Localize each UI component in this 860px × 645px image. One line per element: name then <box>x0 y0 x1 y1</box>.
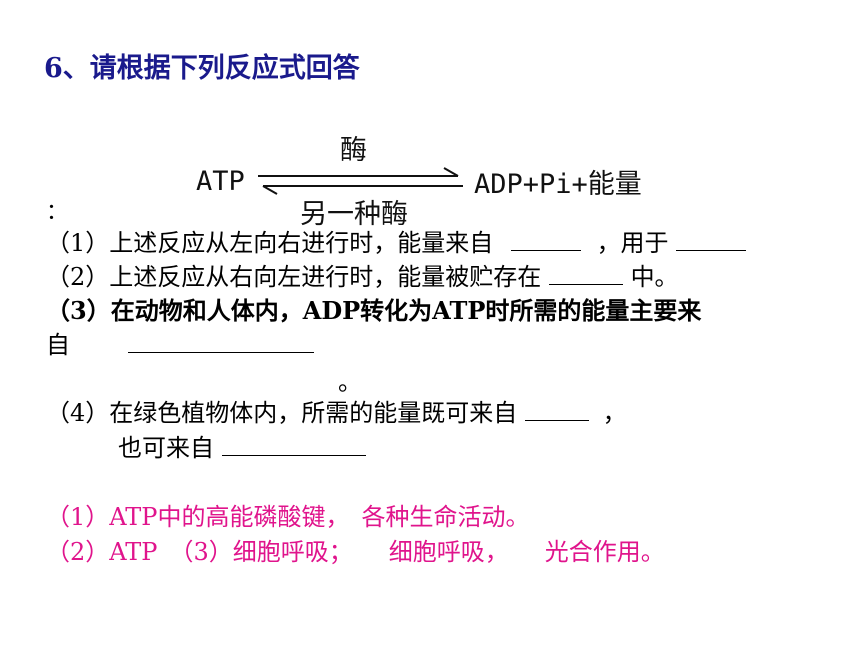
question-3-period: 。 <box>338 368 362 396</box>
colon-mark: ： <box>46 200 69 225</box>
question-2-suffix: 中。 <box>630 263 679 291</box>
question-3-end: 。 <box>338 362 362 397</box>
question-4-line-2: 也可来自 <box>118 428 366 463</box>
question-3-text: （3）在动物和人体内，ADP转化为ATP时所需的能量主要来 <box>46 296 702 325</box>
blank-1b[interactable] <box>676 230 747 251</box>
question-1: （1）上述反应从左向右进行时，能量来自 ，用于 <box>46 223 747 258</box>
question-1-text: （1）上述反应从左向右进行时，能量来自 <box>46 229 494 257</box>
question-3-line-1: （3）在动物和人体内，ADP转化为ATP时所需的能量主要来 <box>46 291 701 326</box>
question-2-text: （2）上述反应从右向左进行时，能量被贮存在 <box>46 263 542 291</box>
blank-2[interactable] <box>548 264 623 285</box>
question-3-continuation: 自 <box>46 331 70 359</box>
enzyme-label-top: 酶 <box>340 135 367 166</box>
reversible-arrow-icon <box>258 167 463 195</box>
reaction-equation: 酶 ATP ADP+Pi+能量 另一种酶 <box>192 128 662 230</box>
answer-line-2: （2）ATP （3）细胞呼吸； 细胞呼吸， 光合作用。 <box>46 538 665 566</box>
equation-left-side: ATP <box>196 166 245 197</box>
question-4-line-1: （4）在绿色植物体内，所需的能量既可来自 ， <box>46 393 627 428</box>
enzyme-label-bottom: 另一种酶 <box>300 199 408 230</box>
blank-4b[interactable] <box>221 435 366 456</box>
blank-3[interactable] <box>127 332 314 353</box>
blank-1a[interactable] <box>510 230 581 251</box>
equation-right-side: ADP+Pi+能量 <box>474 169 642 200</box>
question-4-continuation: 也可来自 <box>118 434 214 462</box>
question-4-suffix: ， <box>602 399 627 427</box>
question-1-mid: ，用于 <box>596 229 669 257</box>
question-3-line-2: 自 <box>46 325 314 360</box>
blank-4a[interactable] <box>524 400 589 421</box>
question-title: 6、请根据下列反应式回答 <box>44 53 360 84</box>
answer-line-1: （1）ATP中的高能磷酸键， 各种生命活动。 <box>46 503 530 531</box>
question-4-text: （4）在绿色植物体内，所需的能量既可来自 <box>46 399 518 427</box>
question-2: （2）上述反应从右向左进行时，能量被贮存在 中。 <box>46 257 679 292</box>
